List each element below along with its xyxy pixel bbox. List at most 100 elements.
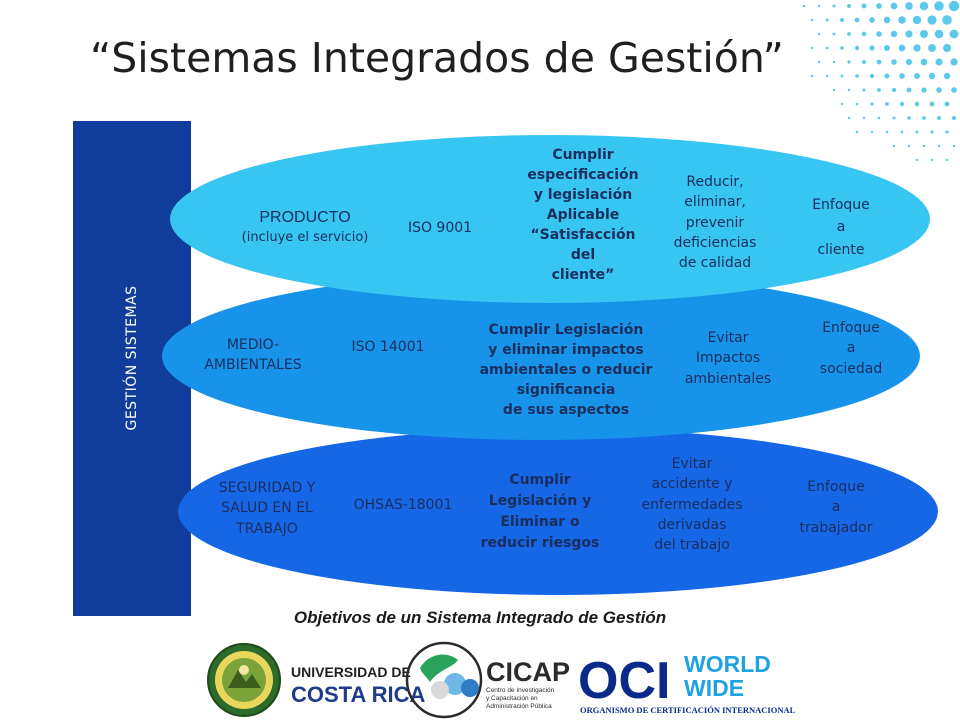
- decorative-dot: [825, 18, 829, 22]
- decorative-dot: [934, 29, 944, 39]
- decorative-dot: [855, 74, 859, 78]
- decorative-dot: [832, 60, 836, 64]
- cicap-desc-1: Centro de Investigación: [486, 687, 555, 694]
- decorative-dot: [855, 102, 859, 106]
- decorative-dot: [899, 73, 905, 79]
- decorative-dot: [810, 46, 814, 50]
- decorative-dot: [892, 116, 896, 120]
- decorative-dot: [876, 31, 882, 37]
- decorative-dot: [870, 130, 874, 134]
- decorative-dot: [825, 74, 829, 78]
- decorative-dot: [892, 144, 896, 148]
- cicap-globe-logo: [405, 641, 483, 719]
- ucr-seal-logo: [207, 643, 281, 717]
- decorative-dot: [922, 144, 926, 148]
- decorative-dot: [832, 32, 836, 36]
- decorative-dot: [876, 3, 882, 9]
- row-ambiental-objective: Evitar Impactos ambientales: [684, 330, 772, 387]
- row-producto-area: PRODUCTO (incluye el servicio): [241, 209, 369, 246]
- decorative-dot: [920, 58, 928, 66]
- decorative-dot: [907, 144, 911, 148]
- decorative-dot: [877, 116, 881, 120]
- decorative-dot: [952, 144, 956, 148]
- decorative-dot: [922, 116, 926, 120]
- decorative-dot: [890, 2, 898, 10]
- decorative-dot: [913, 44, 921, 52]
- decorative-dot: [891, 87, 897, 93]
- decorative-dot: [942, 15, 952, 25]
- decorative-dot: [930, 158, 934, 162]
- cicap-name: CICAP: [486, 657, 570, 687]
- decorative-dot: [943, 44, 951, 52]
- oci-name: OCI: [578, 652, 670, 710]
- row-ambiental-focus: Enfoque a sociedad: [819, 320, 883, 377]
- decorative-dot: [817, 32, 821, 36]
- decorative-dot: [847, 60, 851, 64]
- decorative-dot: [905, 58, 913, 66]
- row-ambiental-requirement: Cumplir Legislación y eliminar impactos …: [479, 322, 653, 419]
- decorative-dot: [869, 73, 875, 79]
- decorative-dot: [869, 17, 875, 23]
- decorative-dot: [855, 130, 859, 134]
- decorative-dot: [950, 58, 958, 66]
- decorative-dot: [905, 30, 913, 38]
- decorative-dot: [861, 3, 867, 9]
- decorative-dot: [928, 72, 936, 80]
- row-ambiental-standard: ISO 14001: [351, 339, 425, 355]
- row-seguridad-focus: Enfoque a trabajador: [799, 479, 873, 536]
- figure-caption: Objetivos de un Sistema Integrado de Ges…: [293, 608, 667, 627]
- decorative-dot: [840, 102, 844, 106]
- gestion-sistemas-label: GESTIÓN SISTEMAS: [124, 285, 140, 431]
- decorative-dot: [898, 44, 906, 52]
- decorative-dot: [934, 1, 944, 11]
- decorative-dot: [870, 102, 874, 106]
- decorative-dot: [914, 73, 920, 79]
- decorative-dot: [937, 144, 941, 148]
- decorative-dot: [921, 87, 927, 93]
- decorative-dot: [907, 116, 911, 120]
- decorative-dot: [883, 44, 891, 52]
- cicap-desc-3: Administración Pública: [486, 703, 552, 710]
- decorative-dot: [861, 31, 867, 37]
- row-ambiental-area: MEDIO- AMBIENTALES: [204, 337, 302, 374]
- decorative-dot: [885, 130, 889, 134]
- row-seguridad-objective: Evitar accidente y enfermedades derivada…: [641, 456, 743, 554]
- decorative-dot: [914, 101, 920, 107]
- decorative-dot: [862, 88, 866, 92]
- decorative-dot: [802, 4, 806, 8]
- decorative-dot: [854, 45, 860, 51]
- oci-tag-wide: WIDE: [684, 675, 744, 701]
- decorative-dot: [847, 88, 851, 92]
- row-producto-ellipse: [170, 135, 930, 303]
- decorative-dot: [854, 17, 860, 23]
- decorative-dot: [928, 44, 936, 52]
- decorative-dot: [935, 58, 943, 66]
- decorative-dot: [906, 87, 912, 93]
- decorative-dot: [898, 16, 906, 24]
- decorative-dot: [840, 46, 844, 50]
- decorative-dot: [952, 116, 956, 120]
- decorative-dot: [825, 46, 829, 50]
- decorative-dot: [885, 102, 889, 106]
- decorative-dot: [920, 30, 928, 38]
- decorative-dot: [905, 2, 913, 10]
- decorative-dot: [951, 87, 957, 93]
- decorative-dot: [817, 4, 821, 8]
- row-producto-objective: Reducir, eliminar, prevenir deficiencias…: [673, 174, 757, 272]
- decorative-dot: [891, 59, 897, 65]
- decorative-dot: [945, 158, 949, 162]
- cicap-desc-2: y Capacitación en: [486, 695, 538, 702]
- decorative-dot: [930, 130, 934, 134]
- row-seguridad-requirement: Cumplir Legislación y Eliminar o reducir…: [480, 472, 600, 551]
- row-seguridad-area: SEGURIDAD Y SALUD EN EL TRABAJO: [218, 480, 316, 537]
- decorative-dot: [945, 130, 949, 134]
- ucr-name-line1: UNIVERSIDAD DE: [291, 664, 411, 680]
- decorative-dot: [810, 74, 814, 78]
- decorative-dot: [912, 15, 922, 25]
- decorative-dot: [937, 116, 941, 120]
- decorative-dot: [884, 73, 890, 79]
- oci-desc: ORGANISMO DE CERTIFICACIÓN INTERNACIONAL: [580, 705, 796, 715]
- slide-title: “Sistemas Integrados de Gestión”: [90, 34, 784, 82]
- decorative-dot: [899, 101, 905, 107]
- row-producto-standard: ISO 9001: [407, 220, 473, 236]
